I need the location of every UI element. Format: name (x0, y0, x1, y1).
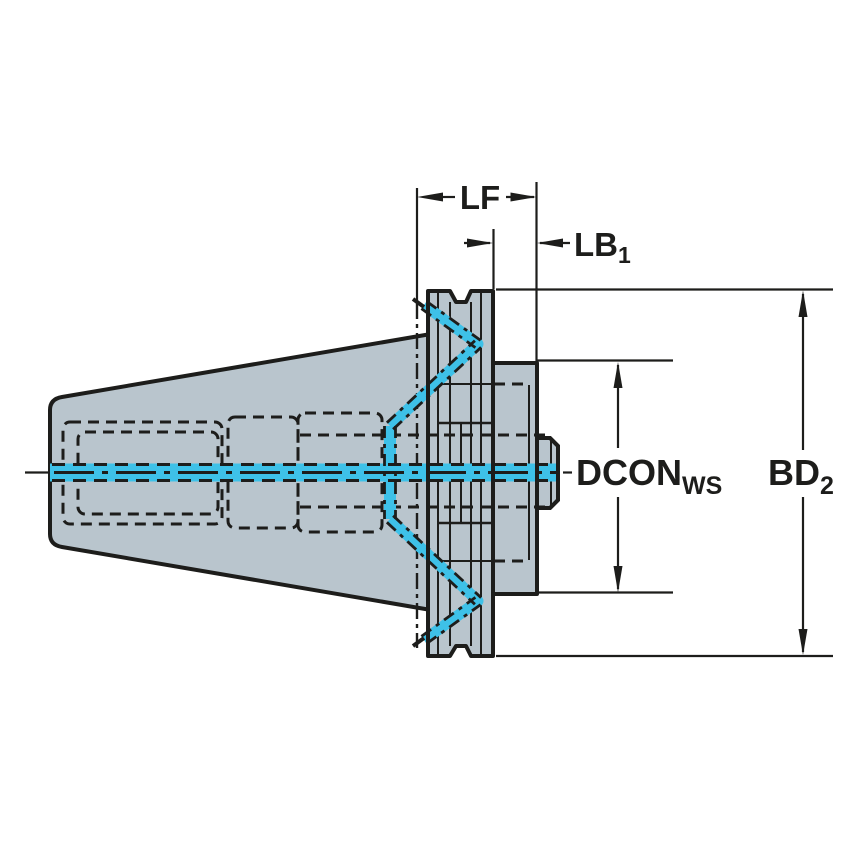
lower-duct-wall-1 (385, 521, 476, 606)
upper-duct-wall-3 (420, 307, 477, 349)
bd2-label: BD2 (768, 452, 834, 500)
dcon-arrow-up-icon (613, 362, 623, 388)
lb1-arrow-right-icon (537, 238, 563, 248)
dim-dcon: DCONWS (576, 362, 722, 593)
lb1-arrow-left-icon (467, 238, 493, 248)
lf-arrow-right-icon (510, 192, 537, 202)
upper-duct-wall-2 (392, 346, 483, 431)
dcon-label: DCONWS (576, 452, 722, 500)
lower-duct-wall-4 (425, 603, 482, 645)
lf-label: LF (460, 179, 500, 216)
upper-duct-tail (411, 297, 426, 309)
dim-bd2: BD2 (768, 290, 834, 655)
upper-duct-wall-4 (425, 300, 482, 342)
lb1-label: LB1 (574, 226, 631, 268)
dim-lf: LF (417, 179, 537, 216)
upper-duct-wall-1 (385, 339, 476, 424)
dimensions: LF LB1 DCONWS (415, 179, 834, 658)
stub-outline (537, 436, 560, 510)
face-lines (25, 291, 572, 656)
coolant-channels (50, 297, 558, 648)
bd2-arrow-down-icon (798, 629, 808, 655)
lower-duct-tail (411, 636, 426, 648)
lf-arrow-left-icon (417, 192, 443, 202)
lower-coolant-duct (386, 514, 484, 645)
bd2-arrow-up-icon (798, 290, 808, 317)
dcon-arrow-down-icon (613, 566, 623, 593)
dim-lb1: LB1 (464, 226, 631, 268)
lower-duct-wall-3 (420, 596, 477, 638)
upper-coolant-duct (386, 300, 484, 431)
lower-duct-wall-2 (392, 514, 483, 599)
